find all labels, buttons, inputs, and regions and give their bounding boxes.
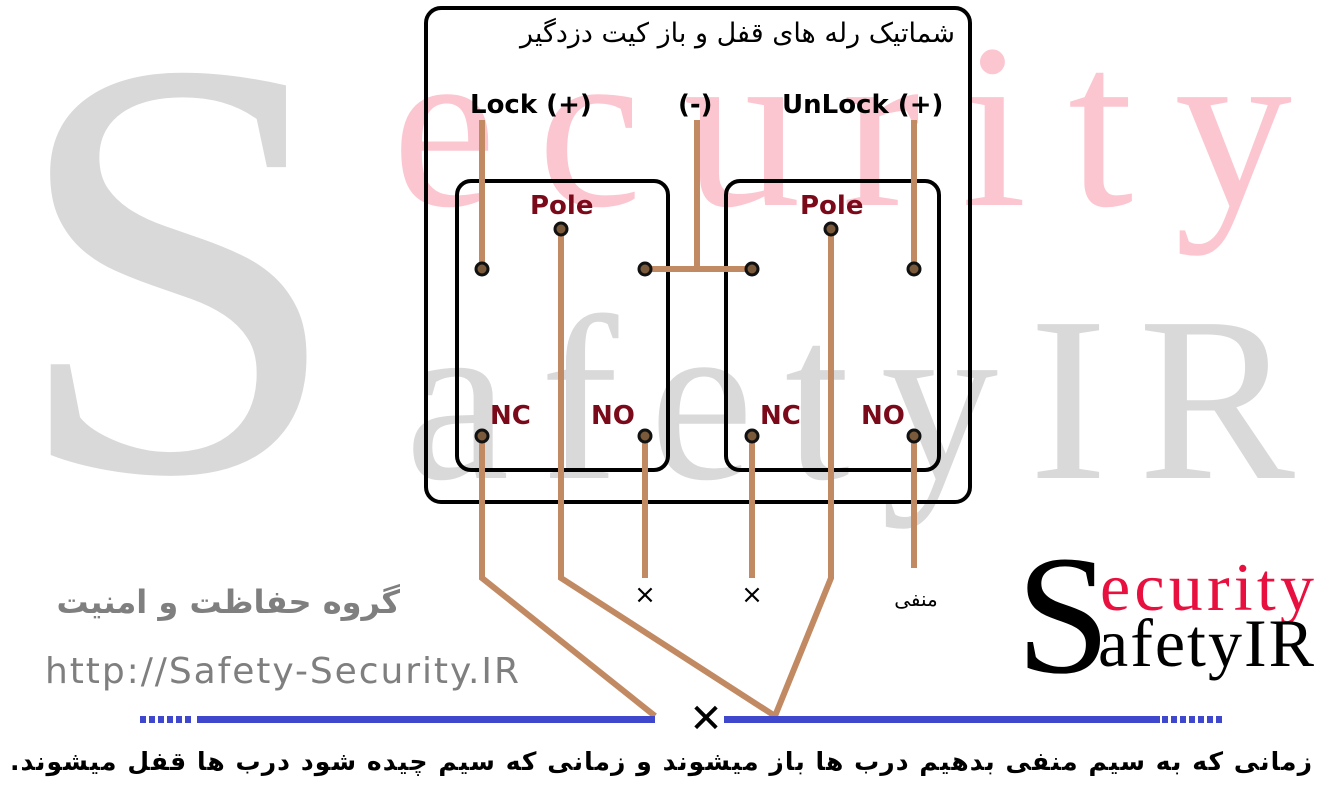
relay2-nc-unused-mark: ×	[741, 580, 763, 610]
diagram-title: شماتیک رله های قفل و باز کیت دزدگیر	[518, 17, 955, 49]
negative-input-label: (-)	[678, 90, 713, 120]
relay1-nc-wire	[479, 436, 657, 719]
watermark: S ecurity afetyIR	[10, 0, 1295, 600]
unlock-input-label: UnLock (+)	[782, 90, 943, 120]
terminal	[474, 428, 490, 444]
kit-outline	[424, 6, 972, 504]
terminal	[637, 261, 653, 277]
watermark-s: S	[10, 0, 344, 600]
logo: S ecurity afetyIR	[1016, 521, 1315, 709]
relay1-nc-label: NC	[490, 401, 531, 431]
logo-s: S	[1016, 521, 1111, 709]
terminal	[906, 261, 922, 277]
relay2-pole-wire	[772, 229, 834, 718]
terminal	[744, 428, 760, 444]
relay2-pole-label: Pole	[800, 191, 863, 221]
watermark-safetyir: afetyIR	[405, 269, 1295, 529]
terminal	[474, 261, 490, 277]
group-name: گروه حفاظت و امنیت	[56, 583, 400, 621]
relay1-pole-wire	[558, 229, 777, 719]
terminals	[474, 221, 922, 444]
website-link[interactable]: http://Safety-Security.IR	[45, 651, 519, 692]
door-lock-bus	[140, 716, 1222, 723]
wires	[479, 120, 917, 719]
relay1-no-unused-mark: ×	[634, 580, 656, 610]
terminal	[823, 221, 839, 237]
relay2-no-label: NO	[861, 401, 905, 431]
negative-output-label: منفی	[894, 587, 938, 611]
terminal	[637, 428, 653, 444]
relay1-no-label: NO	[591, 401, 635, 431]
terminal	[906, 428, 922, 444]
terminal	[553, 221, 569, 237]
lock-input-label: Lock (+)	[470, 90, 592, 120]
terminal	[744, 261, 760, 277]
cut-wire-mark: ✕	[689, 696, 723, 742]
relay1-pole-label: Pole	[530, 191, 593, 221]
relay2-nc-label: NC	[760, 401, 801, 431]
caption: زمانی که به سیم منفی بدهیم درب ها باز می…	[10, 747, 1312, 777]
